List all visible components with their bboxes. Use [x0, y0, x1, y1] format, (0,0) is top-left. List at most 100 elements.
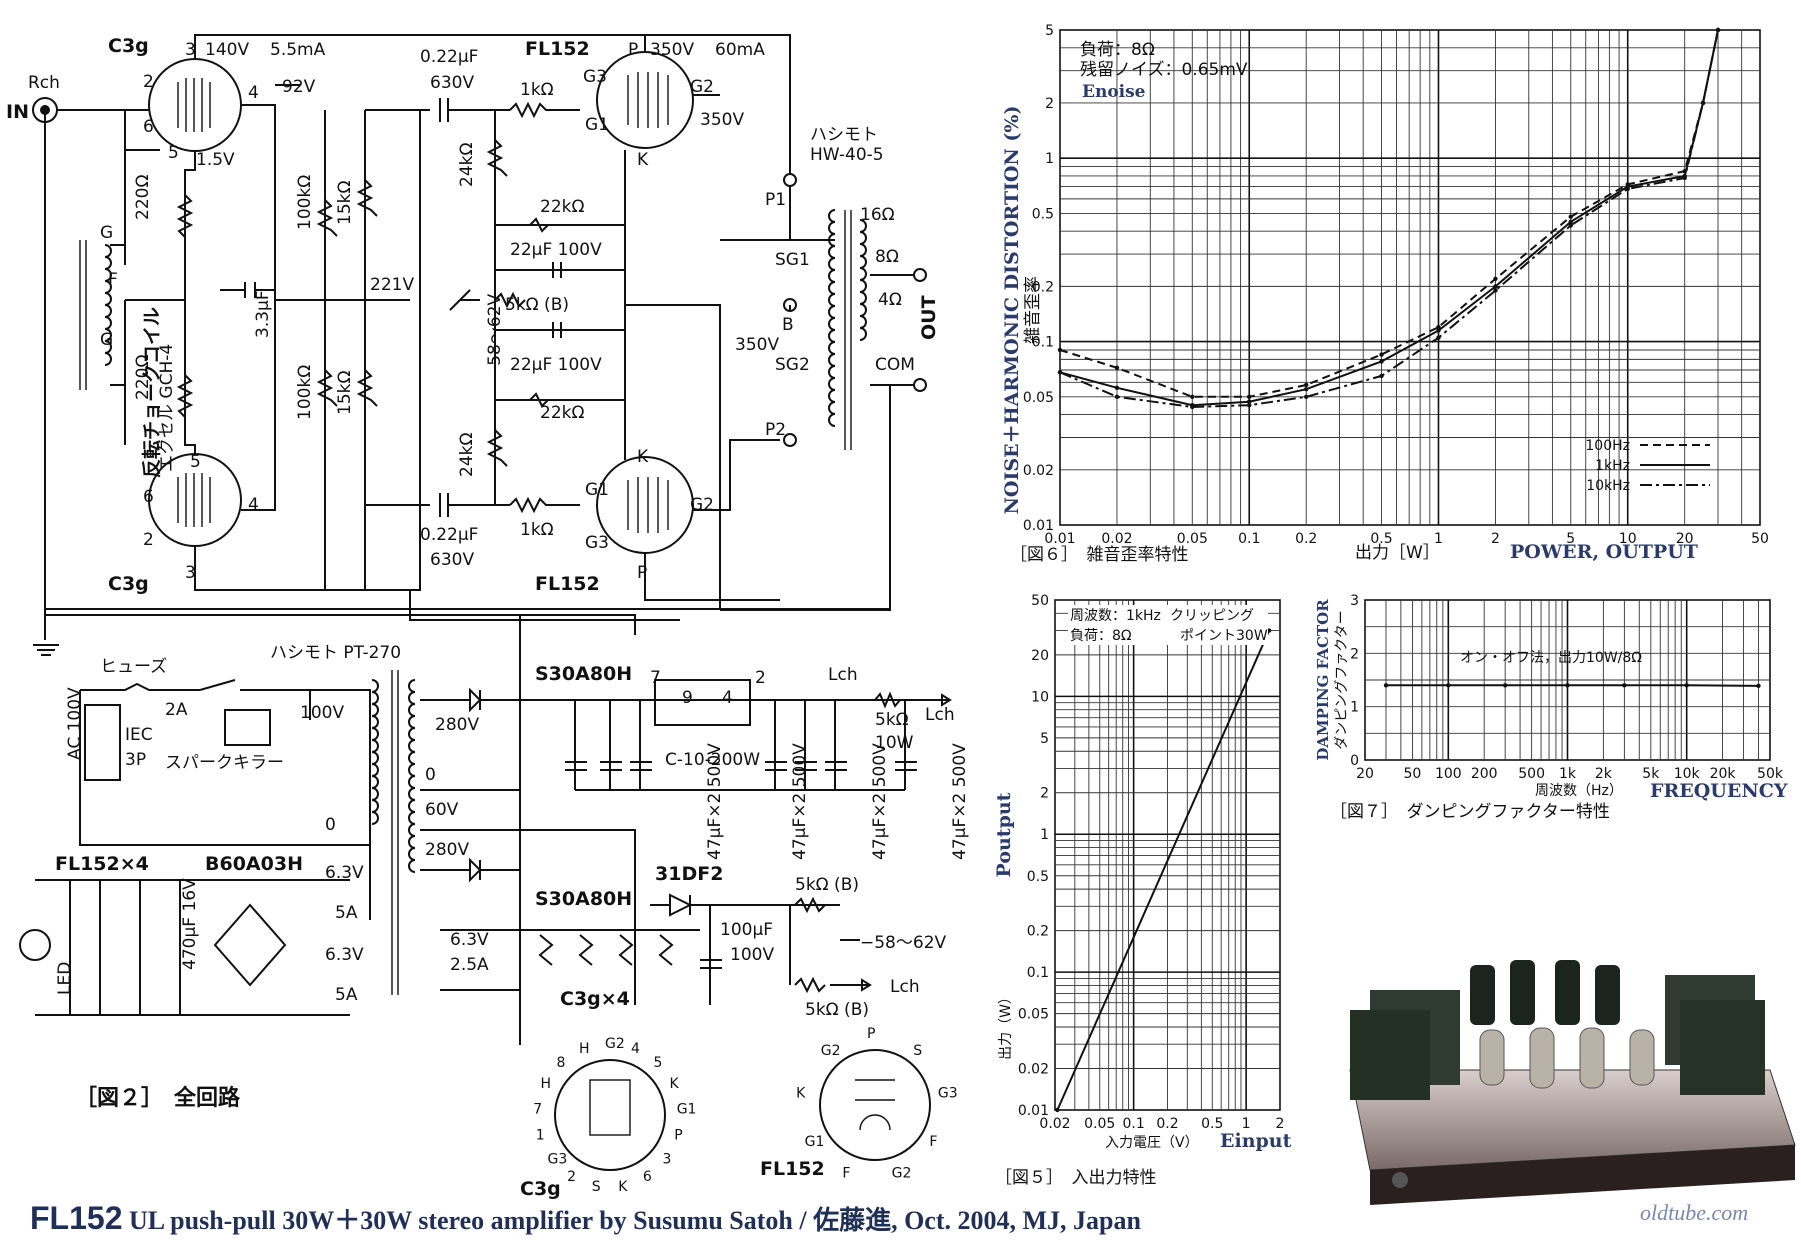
filter-choke-label: C-10-200W: [665, 750, 760, 770]
svg-text:22kΩ: 22kΩ: [540, 403, 584, 423]
fig7-ytick-label: 3: [1350, 593, 1359, 609]
svg-text:P2: P2: [765, 420, 786, 440]
fig5-ytick-label: 50: [1031, 593, 1049, 609]
fig6-xtick-label: 0.01: [1044, 531, 1075, 547]
fig6-plot-area: [1059, 29, 1761, 526]
fig6-point: [1304, 387, 1309, 392]
fig7-series-DF: [1386, 684, 1759, 687]
fig5-xtick-label: 0.1: [1123, 1116, 1145, 1132]
fig7-xtick-label: 2k: [1595, 766, 1613, 782]
fig7-point: [1756, 683, 1761, 689]
svg-text:0.22μF: 0.22μF: [420, 525, 478, 545]
fig6-xlabel-en: POWER, OUTPUT: [1510, 541, 1698, 563]
svg-text:SG1: SG1: [775, 250, 810, 270]
svg-text:47μF×2 500V: 47μF×2 500V: [950, 743, 970, 860]
fig6-ytick-label: 2: [1045, 96, 1054, 112]
svg-text:G: G: [100, 223, 113, 243]
fig5-ytick-label: 0.1: [1027, 965, 1049, 981]
pinout-fl152-pin: G2: [821, 1043, 841, 1059]
pinout-c3g-pin: 5: [654, 1055, 663, 1071]
tube-fl152-top-plate-voltage: 350V: [650, 40, 694, 60]
svg-text:Lch: Lch: [890, 977, 920, 997]
fig7-caption: ［図７］ ダンピングファクター特性: [1330, 802, 1610, 822]
fig7-ytick-label: 1: [1350, 700, 1359, 716]
svg-text:100kΩ: 100kΩ: [295, 175, 315, 230]
fig5-ytick-label: 0.2: [1027, 924, 1049, 940]
fig6-point: [1190, 404, 1195, 410]
fig7-xlabel-jp: 周波数（Hz）: [1535, 783, 1623, 799]
tube-fl152-bottom-name: FL152: [535, 573, 600, 595]
pinout-c3g-pin: 6: [643, 1169, 652, 1185]
fig6-xtick-label: 10: [1619, 531, 1637, 547]
svg-text:G2: G2: [690, 77, 714, 97]
svg-text:350V: 350V: [700, 110, 744, 130]
c3g-heaters-label: C3g×4: [560, 988, 630, 1010]
fig5-xlabel-jp: 入力電圧（V）: [1105, 1135, 1199, 1151]
svg-text:47μF×2 500V: 47μF×2 500V: [870, 743, 890, 860]
pinout-c3g-pin: 8: [556, 1055, 565, 1071]
fig7-xtick-label: 50k: [1757, 766, 1784, 782]
pinout-fl152-pin: F: [842, 1166, 850, 1182]
svg-text:100μF: 100μF: [720, 920, 773, 940]
svg-text:G3: G3: [583, 67, 607, 87]
fig6-ytick-label: 5: [1045, 23, 1054, 39]
svg-text:22μF 100V: 22μF 100V: [510, 240, 602, 260]
fig6-xlabel-jp: 出力［W］: [1355, 543, 1440, 563]
svg-text:G2: G2: [690, 495, 714, 515]
output-label: OUT: [918, 295, 940, 340]
fig6-xtick-label: 0.05: [1177, 531, 1208, 547]
fig6-point: [1568, 219, 1573, 224]
svg-text:5A: 5A: [335, 903, 358, 923]
fig5-ytick-label: 5: [1040, 731, 1049, 747]
svg-text:LED: LED: [55, 962, 75, 995]
svg-text:3.3μF: 3.3μF: [253, 290, 273, 338]
svg-text:4: 4: [248, 83, 259, 103]
fig6-legend-label: 10kHz: [1586, 478, 1630, 494]
svg-text:100V: 100V: [730, 945, 774, 965]
fig5-ytick-label: 1: [1040, 827, 1049, 843]
svg-text:4: 4: [722, 688, 733, 708]
pinout-c3g-pin: H: [541, 1076, 552, 1092]
fig7-xtick-label: 200: [1471, 766, 1498, 782]
svg-text:−58～62V: −58～62V: [860, 933, 947, 953]
fig6-point: [1304, 382, 1309, 388]
svg-text:K: K: [637, 447, 649, 467]
svg-text:K: K: [637, 150, 649, 170]
fig5-annotation-point: ポイント30W: [1180, 628, 1268, 644]
pinout-c3g-name: C3g: [520, 1178, 561, 1200]
pinout-c3g-pin: 3: [662, 1151, 671, 1167]
svg-text:P1: P1: [765, 190, 786, 210]
fig6-xtick-label: 0.1: [1238, 531, 1260, 547]
fig5-caption: ［図５］ 入出力特性: [995, 1168, 1157, 1188]
fig7-point: [1502, 683, 1508, 688]
fig6-xtick-label: 0.5: [1370, 531, 1392, 547]
fig6-point: [1682, 175, 1687, 181]
footer-description: UL push-pull 30W＋30W stereo amplifier by…: [122, 1206, 1141, 1235]
svg-text:24kΩ: 24kΩ: [457, 433, 477, 477]
svg-text:0: 0: [325, 815, 336, 835]
watermark: oldtube.com: [1640, 1200, 1749, 1225]
fig5-annotation-load: 負荷：8Ω: [1070, 628, 1132, 644]
fig5-xtick-label: 0.02: [1039, 1116, 1070, 1132]
svg-text:8Ω: 8Ω: [875, 247, 899, 267]
output-transformer: ハシモト HW-40-5 P1 SG1 B SG2 P2 16Ω 8Ω 4Ω C…: [765, 125, 940, 450]
input-label: IN: [6, 101, 29, 123]
svg-text:220Ω: 220Ω: [133, 355, 153, 400]
svg-text:5: 5: [168, 143, 179, 163]
footer-title: FL152 UL push-pull 30W＋30W stereo amplif…: [30, 1200, 1141, 1237]
pinout-c3g-pin: 4: [631, 1041, 640, 1057]
svg-text:630V: 630V: [430, 550, 474, 570]
fig7-annotation: オン・オフ法，出力10W/8Ω: [1460, 650, 1642, 666]
fig7-ytick-label: 0: [1350, 753, 1359, 769]
footer-model: FL152: [30, 1200, 123, 1236]
svg-text:P: P: [628, 40, 638, 60]
tube-fl152-top: FL152 P G3 G1 G2 K 350V 60mA: [525, 38, 765, 170]
pinout-fl152-pin: K: [796, 1085, 806, 1101]
fig6-ylabel-en: NOISE＋HARMONIC DISTORTION (%): [1001, 106, 1023, 515]
fig6-ytick-label: 0.1: [1032, 335, 1054, 351]
fig6-point: [1493, 276, 1498, 281]
svg-text:IEC: IEC: [125, 725, 153, 745]
